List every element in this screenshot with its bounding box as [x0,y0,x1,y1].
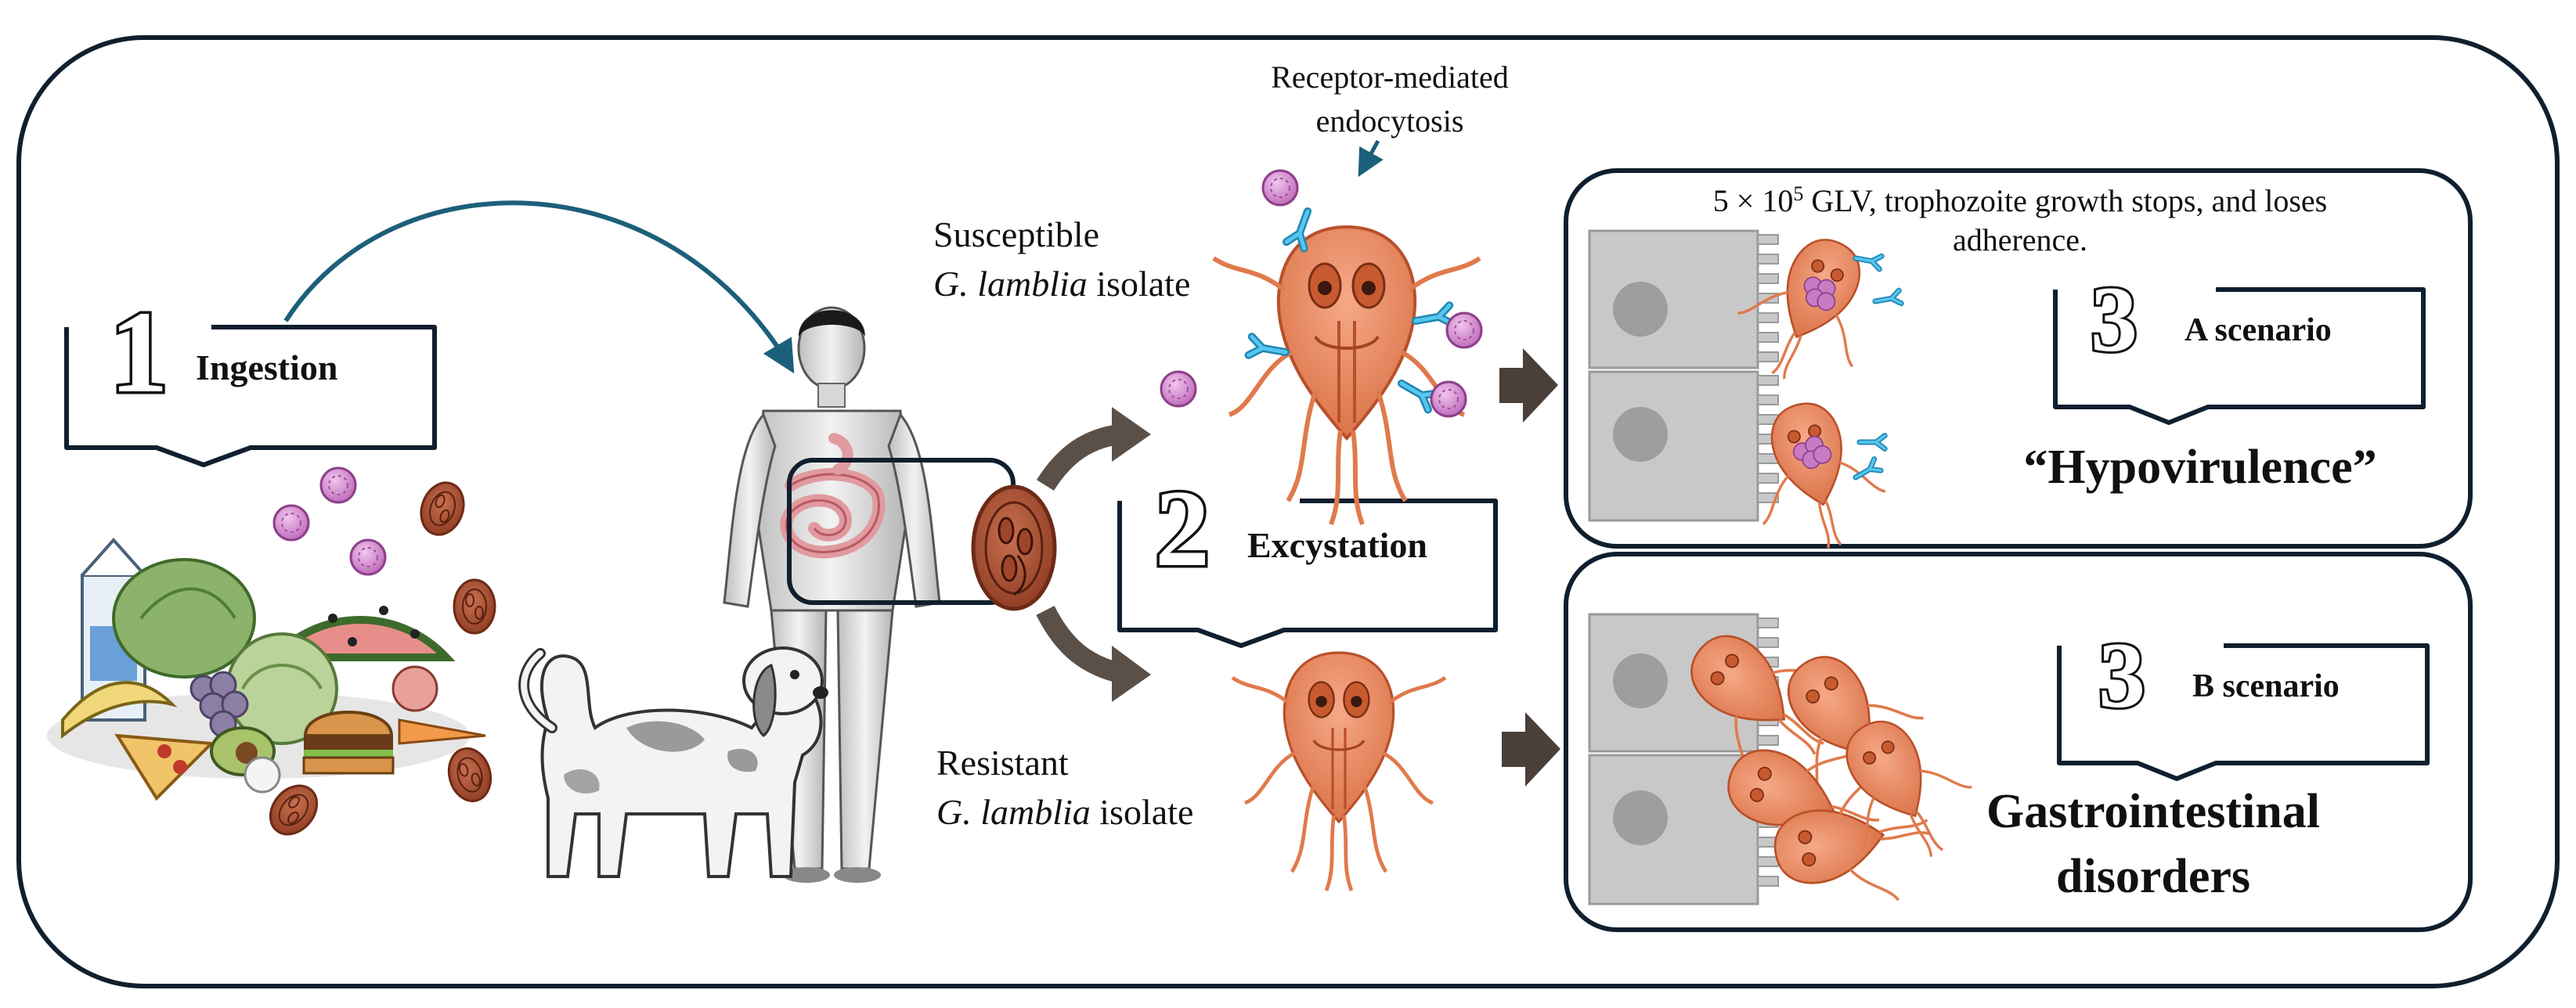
susceptible-isolate-label: G. lamblia isolate [933,264,1190,304]
arrow-to-scenario-a [1499,348,1558,423]
glv-dose-text-line2: adherence. [1953,222,2087,257]
scenario-b-panel: 3 B scenario Gastrointestinal disorders [1564,552,2473,932]
step-2-label: Excystation [1247,525,1427,565]
branch-arrow-down [1036,606,1151,702]
giardia-cyst-icon [971,484,1057,611]
resistant-label: Resistant [936,743,1069,783]
step-1-callout: 1 Ingestion [64,285,437,467]
step-3b-number: 3 [2098,623,2145,727]
glv-virus-icon [1160,370,1197,408]
endocytosis-label-line2: endocytosis [1316,103,1464,139]
step-1-label: Ingestion [196,347,337,387]
glv-dose-text-line1: 5 × 105 GLV, trophozoite growth stops, a… [1713,182,2327,219]
glv-virus-icon [319,466,357,504]
step-3a-label: A scenario [2185,312,2332,348]
branch-arrow-up [1036,407,1151,491]
step-2-callout: 2 Excystation [1117,466,1498,648]
giardia-cyst-icon [453,578,496,635]
endocytosis-pointer [1358,139,1384,178]
ingestion-arrow [283,200,795,374]
intestine-icon [780,433,886,559]
step-2-number: 2 [1155,468,1210,589]
resistant-isolate-label: G. lamblia isolate [936,792,1193,832]
step-1-number: 1 [110,287,168,417]
dog-icon [518,646,828,878]
food-pile-icon [47,537,486,801]
gastrointestinal-label: Gastrointestinal [1986,785,2320,838]
susceptible-label: Susceptible [933,214,1099,254]
glv-virus-icon [272,504,310,542]
step-3b-label: B scenario [2192,668,2340,704]
glv-virus-icon [349,538,387,576]
disorders-label: disorders [2056,850,2250,903]
step-3a-number: 3 [2091,267,2138,371]
hypovirulence-label: “Hypovirulence” [2023,441,2376,494]
intestinal-epithelium-icon [1588,229,1779,522]
scenario-a-panel: 5 × 105 GLV, trophozoite growth stops, a… [1564,168,2473,564]
arrow-to-scenario-b [1502,712,1560,787]
endocytosis-label-line1: Receptor-mediated [1271,59,1509,95]
